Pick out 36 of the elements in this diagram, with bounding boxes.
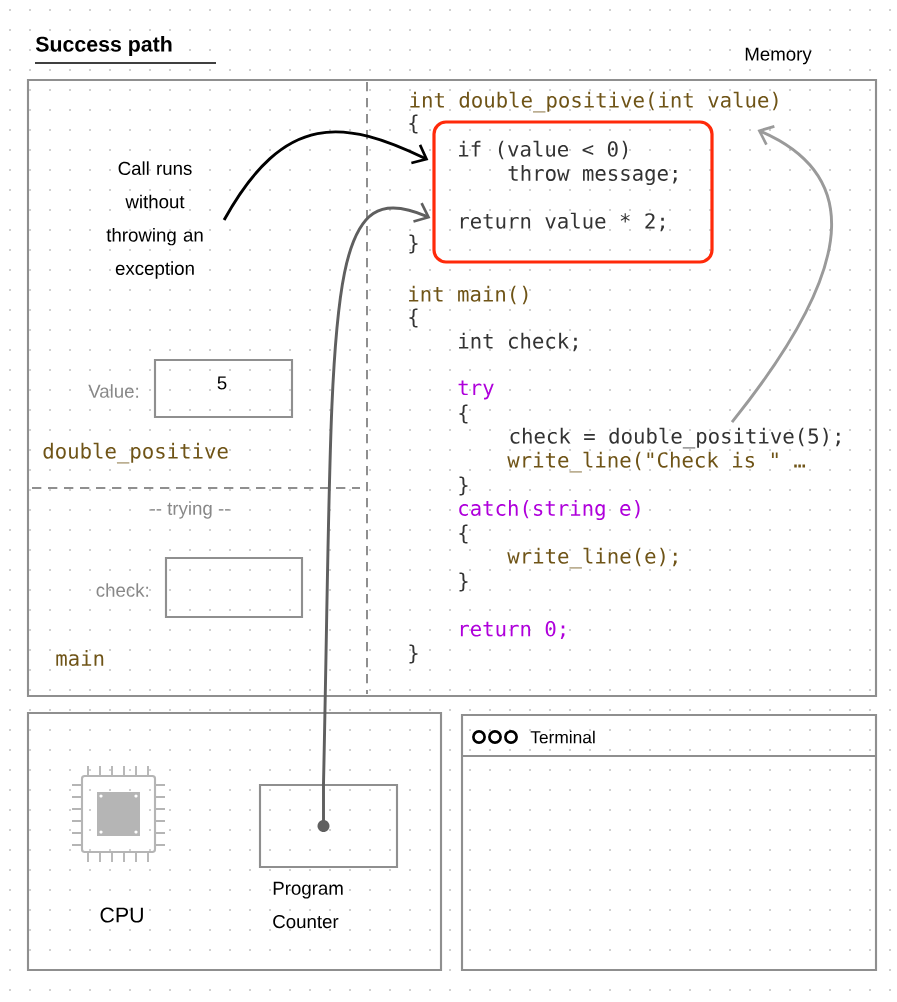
code-line: } xyxy=(409,234,418,254)
code-line: throw message; xyxy=(508,164,677,186)
code-line: try xyxy=(458,380,494,400)
code-line: int check; xyxy=(459,332,577,352)
chip-label: CPU xyxy=(100,907,143,923)
section-label: -- trying -- xyxy=(150,501,230,519)
code-line: catch(string e) xyxy=(459,499,640,521)
code-line: write_line("Check is " … xyxy=(507,451,806,473)
code-line: } xyxy=(409,644,418,664)
arrow xyxy=(322,202,431,784)
panel-heading: Memory xyxy=(745,47,812,65)
code-line: { xyxy=(459,524,468,544)
code-line: if (value < 0) xyxy=(459,140,628,160)
arrow xyxy=(730,125,833,423)
code-line: int double_positive(int value) xyxy=(410,91,778,113)
code-line: return 0; xyxy=(460,620,565,640)
code-line: { xyxy=(409,114,418,134)
field-label: Value: xyxy=(88,384,139,398)
code-line: int main() xyxy=(409,285,528,305)
arrow xyxy=(222,130,429,221)
code-line: } xyxy=(459,476,468,496)
frame-name: double_positive xyxy=(43,442,228,464)
field-label: check: xyxy=(96,583,149,597)
code-line: check = double_positive(5); xyxy=(510,427,840,449)
annotation-text: Call runs without throwing an exception xyxy=(106,161,203,279)
code-line: { xyxy=(459,404,468,424)
title: Success path xyxy=(34,36,217,64)
window-title: Terminal xyxy=(530,730,595,744)
code-line: { xyxy=(409,308,418,328)
register-label: Program Counter xyxy=(273,881,343,929)
code-line: return value * 2; xyxy=(460,212,664,232)
value-text: 5 xyxy=(217,376,227,390)
code-line: write_line(e); xyxy=(507,547,677,569)
frame-name: main xyxy=(56,650,104,666)
code-line: } xyxy=(459,572,468,592)
cpu-panel xyxy=(26,711,443,972)
